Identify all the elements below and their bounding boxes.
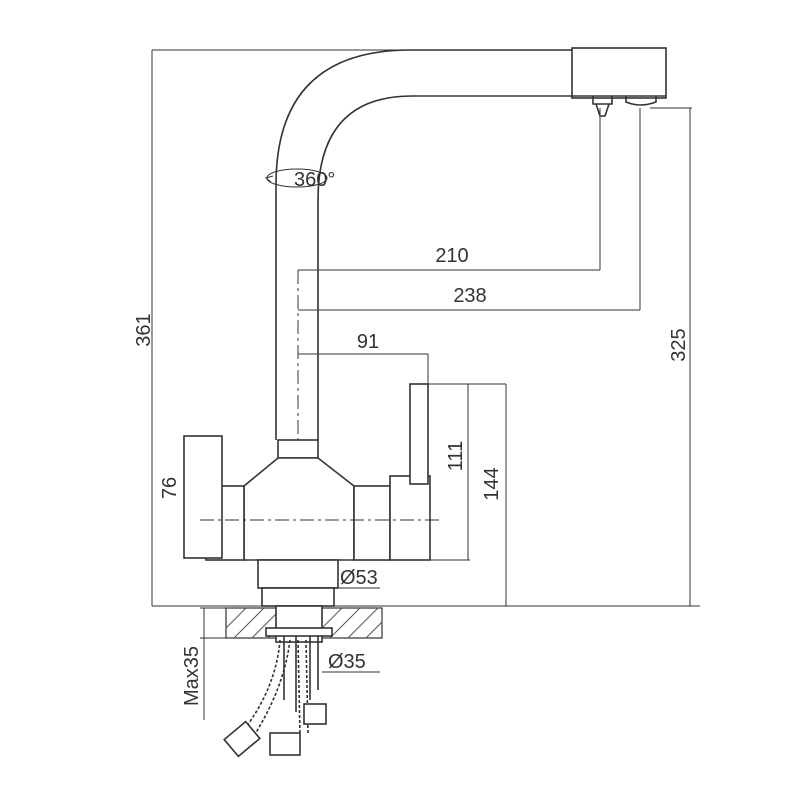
dimension-210: 210 (298, 108, 601, 271)
dimension-max35: Max35 (181, 607, 226, 720)
dimension-d53-label: Ø53 (340, 567, 378, 589)
dimension-144-label: 144 (481, 467, 503, 500)
outlet-1 (592, 96, 613, 105)
faucet-body (183, 383, 440, 607)
dimension-d35: Ø35 (322, 651, 380, 673)
dimension-d53: Ø53 (258, 567, 380, 589)
dimension-325-label: 325 (668, 328, 690, 361)
dimension-144: 144 (428, 383, 507, 606)
hose-nut-center (269, 732, 301, 756)
hose-nut-left (223, 720, 261, 758)
dimension-max35-label: Max35 (181, 646, 203, 706)
dimension-238-label: 238 (453, 285, 486, 307)
dimension-238: 238 (298, 108, 641, 311)
right-handle-lever (409, 383, 429, 485)
hose-nut-right (303, 703, 327, 725)
dimension-210-label: 210 (435, 245, 468, 267)
dimension-111-label: 111 (445, 441, 467, 471)
mounting-assembly (223, 605, 333, 758)
spout-head (571, 47, 667, 99)
dimension-91: 91 (298, 331, 429, 384)
dimension-76: 76 (159, 477, 181, 499)
dimension-361-label: 361 (133, 313, 155, 346)
dimension-325: 325 (650, 107, 692, 606)
left-handle-lever (183, 435, 223, 559)
right-handle-base (353, 485, 391, 561)
outlet-2 (625, 96, 657, 106)
dimension-111: 111 (428, 383, 470, 561)
dimension-76-label: 76 (159, 477, 181, 499)
rotation-indicator: 360° (264, 168, 335, 191)
spout (275, 47, 667, 440)
rotation-label: 360° (294, 169, 335, 191)
dimension-d35-label: Ø35 (328, 651, 366, 673)
dimension-91-label: 91 (357, 331, 379, 353)
base-flange (257, 559, 339, 589)
dimension-361: 361 (133, 49, 700, 607)
countertop (225, 607, 383, 639)
